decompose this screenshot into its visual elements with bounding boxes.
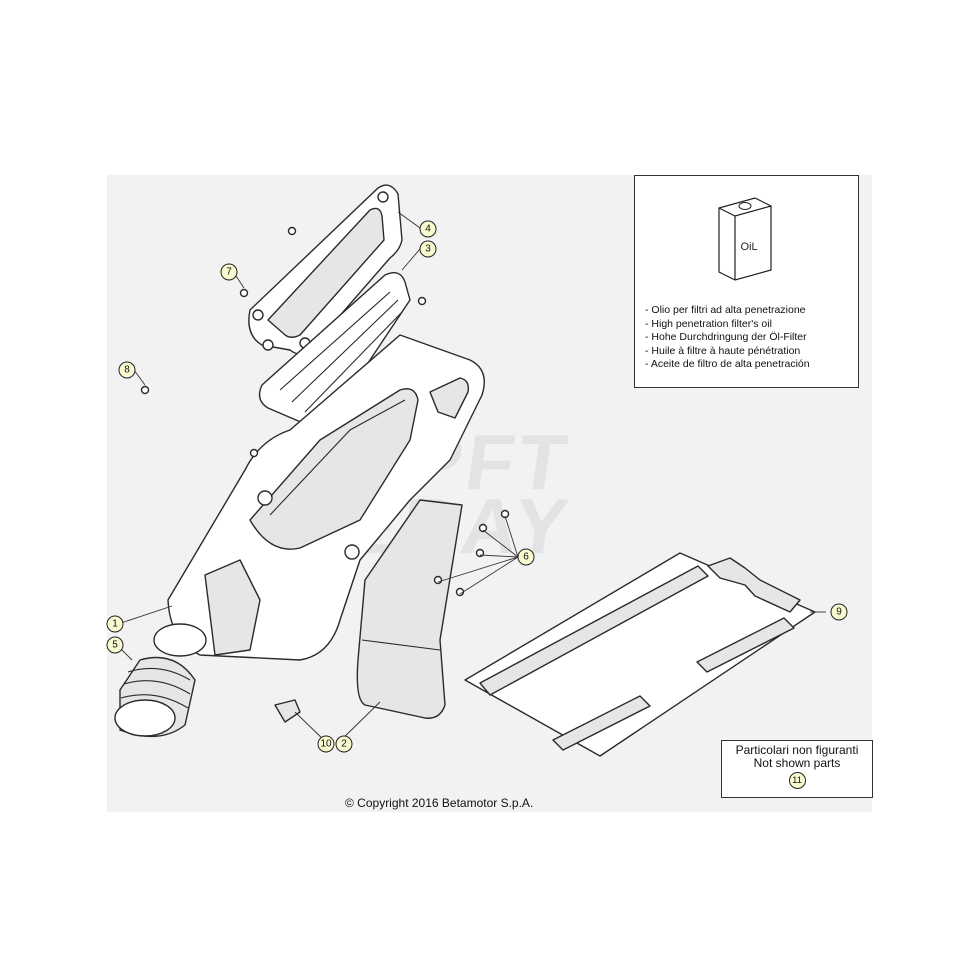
svg-text:8: 8 — [124, 365, 130, 376]
not-shown-title-en: Not shown parts — [753, 756, 841, 770]
filter-oil-legend-box: OiL - Olio per filtri ad alta penetrazio… — [634, 175, 859, 388]
oil-legend-fr: - Huile à filtre à haute pénétration — [645, 344, 801, 357]
callout-7: 7 — [220, 263, 238, 281]
callout-2: 2 — [335, 735, 353, 753]
part-5-intake-sleeve — [114, 656, 196, 738]
svg-text:10: 10 — [320, 739, 332, 750]
oil-can-icon: OiL — [718, 197, 772, 281]
svg-text:3: 3 — [425, 244, 431, 255]
copyright-notice: © Copyright 2016 Betamotor S.p.A. — [345, 796, 534, 810]
not-shown-title-it: Particolari non figuranti — [735, 743, 859, 757]
callout-5: 5 — [106, 636, 124, 654]
svg-text:1: 1 — [112, 619, 118, 630]
svg-text:5: 5 — [112, 640, 118, 651]
oil-legend-de: - Hohe Durchdringung der Öl-Filter — [645, 331, 807, 343]
oil-can-label: OiL — [740, 241, 757, 253]
oil-legend-it: - Olio per filtri ad alta penetrazione — [645, 304, 806, 316]
part-10-drain-valve — [274, 699, 301, 723]
oil-legend-en: - High penetration filter's oil — [645, 317, 772, 330]
callout-6: 6 — [517, 548, 535, 566]
callout-8: 8 — [118, 361, 136, 379]
part-2-side-cover — [356, 499, 463, 719]
svg-text:7: 7 — [226, 267, 232, 278]
callout-9: 9 — [830, 603, 848, 621]
svg-text:4: 4 — [425, 224, 431, 235]
part-1-airbox — [153, 334, 485, 661]
not-shown-parts-box: Particolari non figuranti Not shown part… — [721, 740, 873, 798]
callout-4: 4 — [419, 220, 437, 238]
oil-legend-es: - Aceite de filtro de alta penetración — [645, 358, 810, 370]
part-4-frame-plate — [248, 184, 403, 355]
svg-text:2: 2 — [341, 739, 347, 750]
callout-1: 1 — [106, 615, 124, 633]
callout-3: 3 — [419, 240, 437, 258]
part-9-foam-strips — [464, 552, 816, 757]
svg-text:6: 6 — [523, 552, 529, 563]
oil-legend-list: - Olio per filtri ad alta penetrazione -… — [645, 304, 810, 372]
callout-11: 11 — [788, 772, 806, 789]
callout-10: 10 — [317, 735, 335, 753]
svg-text:9: 9 — [836, 607, 842, 618]
